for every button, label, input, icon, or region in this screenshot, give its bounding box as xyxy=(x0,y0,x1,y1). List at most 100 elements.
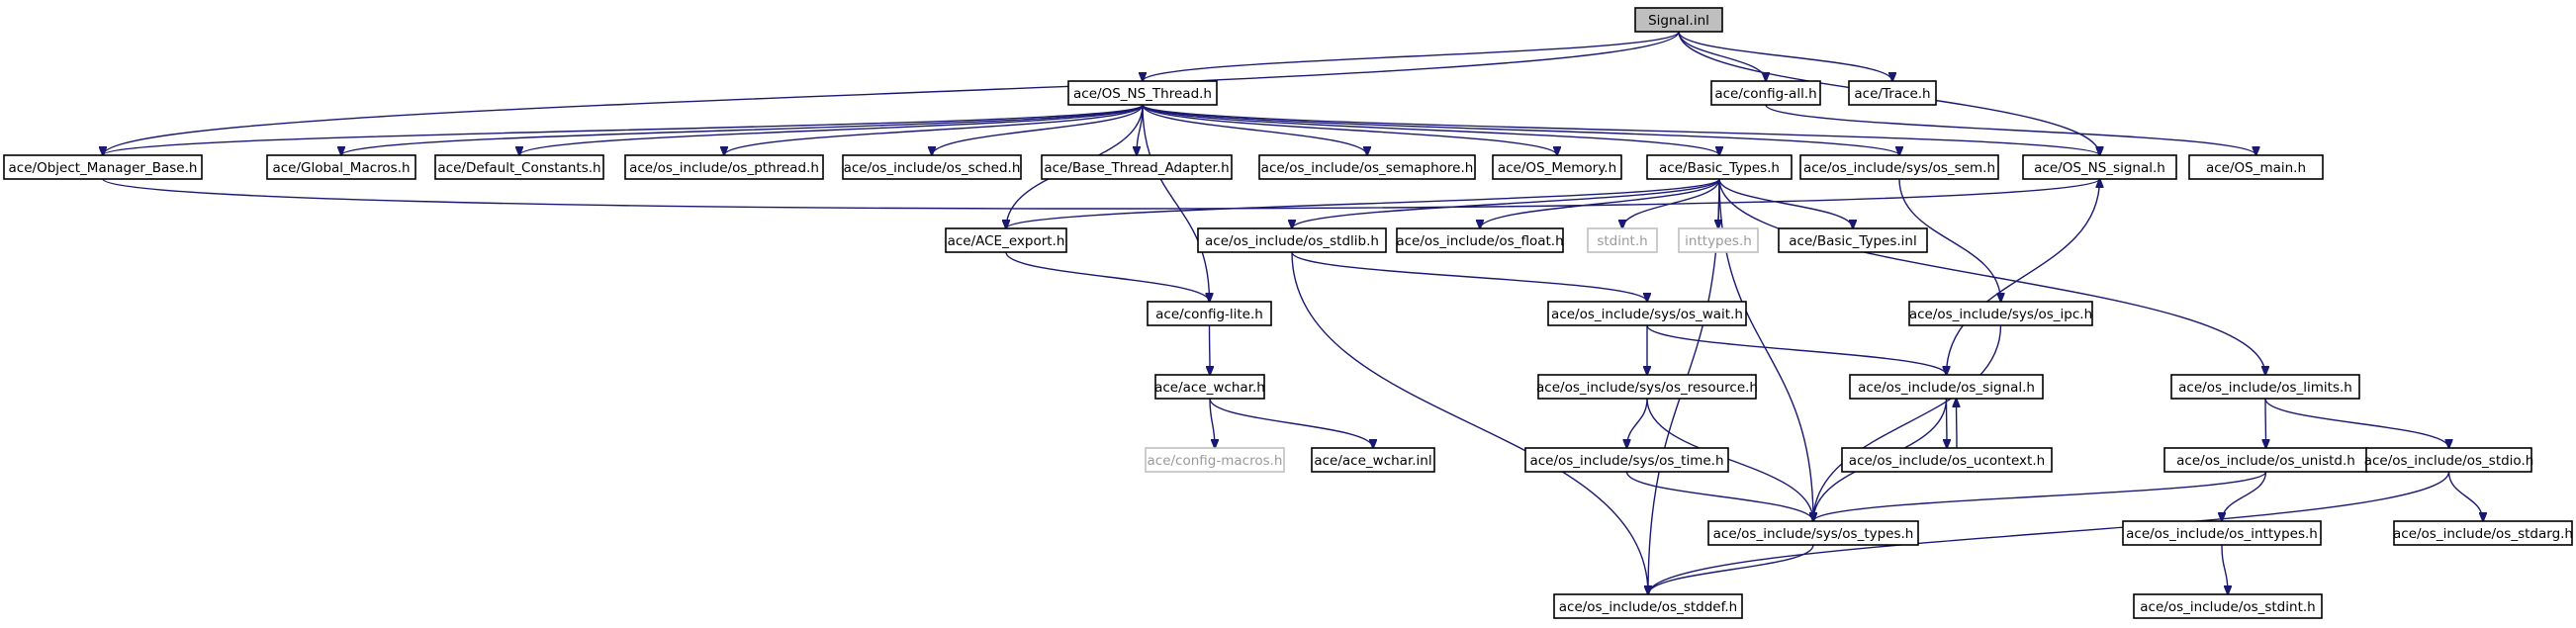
node-box xyxy=(1547,301,1747,326)
node-os-ipc[interactable]: ace/os_include/sys/os_ipc.h xyxy=(1908,301,2093,326)
edge-basic_types-to-stdint xyxy=(1622,178,1720,228)
node-trace[interactable]: ace/Trace.h xyxy=(1848,80,1937,106)
node-os-types[interactable]: ace/os_include/sys/os_types.h xyxy=(1707,520,1919,546)
edge-os_sem-to-os_ipc xyxy=(1898,178,2001,302)
node-box xyxy=(434,154,604,180)
node-box xyxy=(1258,154,1476,180)
edge-os_ns_thread-to-default_constants xyxy=(519,104,1144,155)
node-os-sched[interactable]: ace/os_include/os_sched.h xyxy=(842,154,1022,180)
node-box xyxy=(624,154,824,180)
node-label: ace/os_include/os_stdio.h xyxy=(2364,453,2534,469)
edge-os_unistd-to-os_types xyxy=(1813,471,2267,521)
node-os-limits[interactable]: ace/os_include/os_limits.h xyxy=(2170,374,2360,400)
node-box xyxy=(842,154,1022,180)
node-os-pthread[interactable]: ace/os_include/os_pthread.h xyxy=(624,154,824,180)
node-os-ucontext[interactable]: ace/os_include/os_ucontext.h xyxy=(1841,447,2053,473)
edge-os_stdio-to-os_stddef xyxy=(1648,471,2450,594)
edge-os_wait-to-os_signal xyxy=(1646,324,1947,375)
node-config-all[interactable]: ace/config-all.h xyxy=(1710,80,1821,106)
node-box xyxy=(1041,154,1233,180)
node-label: ace/OS_main.h xyxy=(2206,160,2306,176)
node-config-lite[interactable]: ace/config-lite.h xyxy=(1147,301,1272,326)
edge-os_signal-to-os_ucontext xyxy=(1947,398,1948,448)
node-os-semaphore[interactable]: ace/os_include/os_semaphore.h xyxy=(1258,154,1476,180)
node-ace-export[interactable]: ace/ACE_export.h xyxy=(945,227,1067,253)
node-box xyxy=(1710,80,1821,106)
node-os-stdlib[interactable]: ace/os_include/os_stdlib.h xyxy=(1197,227,1387,253)
node-box xyxy=(1067,80,1218,106)
node-os-main[interactable]: ace/OS_main.h xyxy=(2188,154,2324,180)
node-os-stdint[interactable]: ace/os_include/os_stdint.h xyxy=(2133,593,2323,619)
edge-os_ucontext-to-os_signal xyxy=(1957,399,1958,449)
node-box xyxy=(1537,374,1757,400)
node-label: ace/config-lite.h xyxy=(1155,307,1263,322)
node-os-sem[interactable]: ace/os_include/sys/os_sem.h xyxy=(1799,154,1999,180)
node-os-time[interactable]: ace/os_include/sys/os_time.h xyxy=(1524,447,1729,473)
edge-basic_types-to-os_stdlib xyxy=(1292,178,1720,228)
node-box xyxy=(1707,520,1919,546)
node-basic-types-inl[interactable]: ace/Basic_Types.inl xyxy=(1778,227,1928,253)
edge-signal_inl-to-os_ns_thread xyxy=(1143,31,1680,81)
node-os-stddef[interactable]: ace/os_include/os_stddef.h xyxy=(1553,593,1743,619)
edge-os_ns_thread-to-basic_types xyxy=(1142,104,1719,155)
node-ace-wchar-inl[interactable]: ace/ace_wchar.inl xyxy=(1311,447,1435,473)
node-label: ace/Default_Constants.h xyxy=(437,160,600,176)
node-label: ace/Trace.h xyxy=(1854,86,1930,102)
edge-os_limits-to-os_stdio xyxy=(2264,398,2449,448)
edge-os_ipc-to-os_types xyxy=(1813,324,2002,521)
node-os-signal[interactable]: ace/os_include/os_signal.h xyxy=(1849,374,2044,400)
node-os-wait[interactable]: ace/os_include/sys/os_wait.h xyxy=(1547,301,1747,326)
node-label: stdint.h xyxy=(1597,233,1647,249)
edge-os_ns_thread-to-os_sched xyxy=(932,104,1144,155)
edge-os_ns_thread-to-os_pthread xyxy=(724,104,1144,155)
node-os-resource[interactable]: ace/os_include/sys/os_resource.h xyxy=(1536,374,1758,400)
node-os-inttypes[interactable]: ace/os_include/os_inttypes.h xyxy=(2122,520,2322,546)
node-label: ace/os_include/sys/os_ipc.h xyxy=(1909,307,2092,322)
edge-ace_wchar-to-config_macros xyxy=(1209,398,1215,448)
edge-signal_inl-to-config_all xyxy=(1678,31,1766,81)
node-ace-wchar[interactable]: ace/ace_wchar.h xyxy=(1154,374,1265,400)
node-default-constants[interactable]: ace/Default_Constants.h xyxy=(434,154,604,180)
node-label: ace/ace_wchar.inl xyxy=(1314,453,1431,469)
node-box xyxy=(945,227,1067,253)
node-box xyxy=(1646,154,1793,180)
node-stdint: stdint.h xyxy=(1587,227,1658,253)
node-os-float[interactable]: ace/os_include/os_float.h xyxy=(1396,227,1564,253)
node-os-stdio[interactable]: ace/os_include/os_stdio.h xyxy=(2364,447,2534,473)
node-box xyxy=(1197,227,1387,253)
edge-os_ns_thread-to-object_manager_base xyxy=(103,104,1144,155)
node-label: ace/OS_NS_Thread.h xyxy=(1073,86,1212,102)
node-label: ace/os_include/os_ucontext.h xyxy=(1849,453,2045,469)
edge-os_ns_thread-to-os_semaphore xyxy=(1142,104,1367,155)
node-base-thread-adapter[interactable]: ace/Base_Thread_Adapter.h xyxy=(1041,154,1233,180)
edge-basic_types-to-os_float xyxy=(1480,178,1720,228)
edges-layer xyxy=(103,31,2483,594)
node-global-macros[interactable]: ace/Global_Macros.h xyxy=(266,154,416,180)
node-basic-types[interactable]: ace/Basic_Types.h xyxy=(1646,154,1793,180)
node-os-ns-signal[interactable]: ace/OS_NS_signal.h xyxy=(2022,154,2177,180)
node-label: ace/ace_wchar.h xyxy=(1154,380,1265,396)
node-box xyxy=(1145,447,1285,473)
node-config-macros: ace/config-macros.h xyxy=(1145,447,1285,473)
node-box xyxy=(1841,447,2053,473)
node-os-ns-thread[interactable]: ace/OS_NS_Thread.h xyxy=(1067,80,1218,106)
edge-os_resource-to-os_time xyxy=(1627,398,1648,448)
node-object-manager-base[interactable]: ace/Object_Manager_Base.h xyxy=(3,154,203,180)
node-os-unistd[interactable]: ace/os_include/os_unistd.h xyxy=(2163,447,2368,473)
edge-config_all-to-os_main xyxy=(1765,104,2256,155)
node-box xyxy=(1524,447,1729,473)
edge-os_ns_thread-to-config_lite xyxy=(1142,104,1210,302)
node-signal-inl[interactable]: Signal.inl xyxy=(1634,7,1723,33)
edge-os_limits-to-os_unistd xyxy=(2265,398,2266,448)
node-os-memory[interactable]: ace/OS_Memory.h xyxy=(1492,154,1622,180)
node-label: ace/os_include/os_stdarg.h xyxy=(2393,526,2573,542)
node-box xyxy=(1848,80,1937,106)
node-box xyxy=(1799,154,1999,180)
node-box xyxy=(2133,593,2323,619)
node-os-stdarg[interactable]: ace/os_include/os_stdarg.h xyxy=(2393,520,2573,546)
edge-basic_types-to-os_limits xyxy=(1718,178,2265,375)
node-box xyxy=(1908,301,2093,326)
node-label: ace/config-all.h xyxy=(1714,86,1816,102)
node-label: ace/os_include/os_sched.h xyxy=(844,160,1021,176)
